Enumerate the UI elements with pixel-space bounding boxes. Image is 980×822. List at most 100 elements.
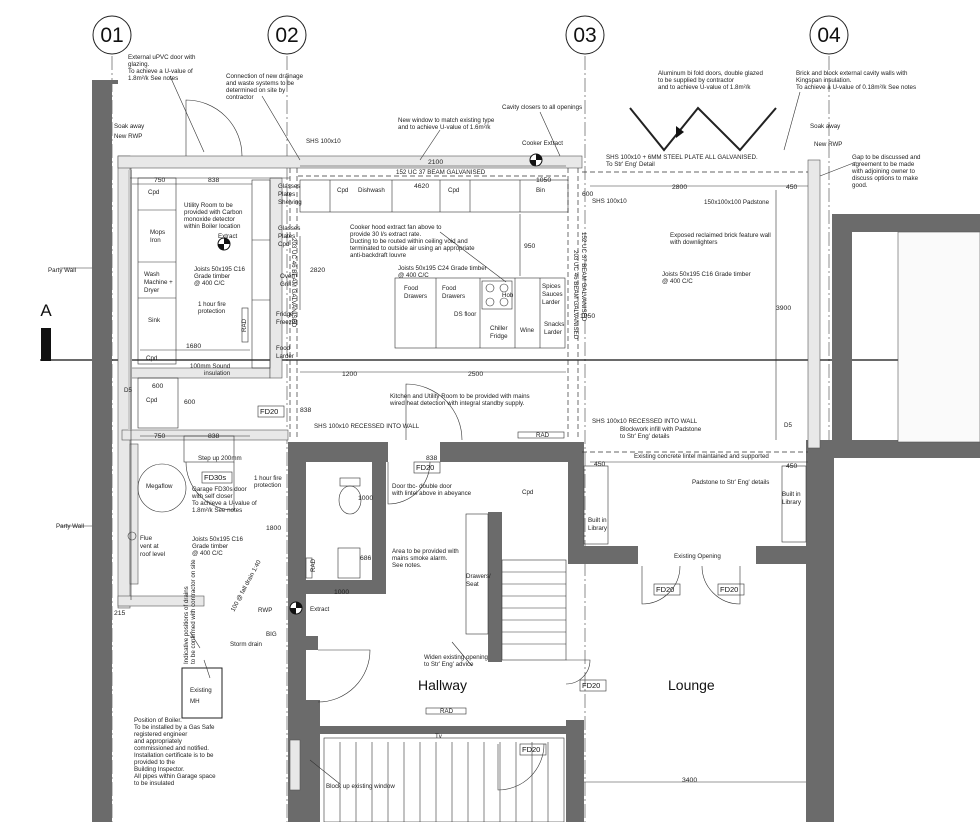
- library-1-line-1: Built in: [588, 517, 607, 524]
- note-joists-garage-2: Grade timber: [192, 543, 228, 550]
- note-one-hour-2: 1 hour fire protection: [254, 475, 284, 489]
- note-gap-4: discuss options to make: [852, 175, 919, 182]
- rad-label-1: RAD: [536, 432, 550, 439]
- drawers-seat-label: Drawers/Seat: [466, 573, 491, 588]
- dim-2800: 2800: [672, 184, 687, 191]
- dim-1680: 1680: [186, 343, 201, 350]
- note-upvc-door-4: 1.8m²/k See notes: [128, 75, 178, 82]
- wine-label: Wine: [520, 327, 535, 334]
- dim-2820: 2820: [310, 267, 325, 274]
- extension-walls: [117, 155, 821, 791]
- note-blockwork-2: to Str' Eng' details: [620, 433, 669, 440]
- door-tag-5: FD20: [720, 585, 738, 594]
- dim-2100: 2100: [428, 159, 443, 166]
- dim-750-a: 750: [154, 177, 166, 184]
- doors: [185, 99, 777, 791]
- note-boiler-6: Installation certificate is to be: [134, 752, 214, 759]
- note-beam-vertical-2: 152 UC 37 BEAM GALVANISED: [580, 232, 587, 322]
- note-sound-1: 100mm Sound: [190, 363, 231, 370]
- grid-label-01: 01: [100, 24, 123, 47]
- note-drainage-3: determined on site by: [226, 87, 286, 94]
- note-shs-right: SHS 100x10: [592, 198, 627, 205]
- note-smoke-alarm-1: Area to be provided with: [392, 548, 459, 555]
- existing-opening-label: Existing Opening: [674, 553, 721, 560]
- dim-1200: 1200: [342, 371, 357, 378]
- glasses-cpd-line-2: Plates: [278, 233, 295, 240]
- cpd-label-1: Cpd: [148, 189, 160, 196]
- note-garage-door: Garage FD30s door with self closer To ac…: [191, 486, 258, 514]
- note-garage-door-2: with self closer: [191, 493, 233, 500]
- dim-600-b: 600: [152, 383, 164, 390]
- note-boiler-1: Position of Boiler.: [134, 717, 182, 724]
- soak-away-2-label: Soak away: [810, 123, 841, 130]
- food-drawers-2-line-2: Drawers: [442, 293, 465, 300]
- snacks-line-1: Snacks: [544, 321, 564, 328]
- food-larder-line-1: Food: [276, 345, 291, 352]
- note-joists-mid: Joists 50x195 C24 Grade timber @ 400 C/C: [398, 265, 488, 279]
- note-blockwork: Blockwork infill with Padstone to Str' E…: [620, 426, 703, 440]
- flue-line-2: vent at: [140, 543, 159, 550]
- existing-mh-line-2: MH: [190, 698, 200, 705]
- rad-label-2: RAD: [440, 708, 454, 715]
- chiller-line-2: Fridge: [490, 333, 508, 340]
- library-2-line-1: Built in: [782, 491, 801, 498]
- door-tag-6: FD20: [582, 681, 600, 690]
- fridge-line-2: Freezer: [276, 319, 297, 326]
- rad-label-3: RAD: [241, 318, 248, 332]
- wash-line-3: Dryer: [144, 287, 159, 294]
- note-door-tbc: Door tbc- double door with lintel above …: [391, 483, 472, 497]
- note-one-hour: 1 hour fire protection: [198, 301, 228, 315]
- note-boiler-4: and appropriately: [134, 738, 183, 745]
- stairs: [323, 559, 567, 822]
- note-gap-2: agreement to be made: [852, 161, 915, 168]
- dim-1050-b: 1050: [580, 313, 595, 320]
- note-boiler-7: provided to the: [134, 759, 175, 766]
- mops-line-1: Mops: [150, 229, 165, 236]
- note-door-tbc-2: with lintel above in abeyance: [391, 490, 472, 497]
- note-drain-positions: Indicative positions of drains to be con…: [183, 559, 197, 664]
- flue-line-1: Flue: [140, 535, 153, 542]
- note-shs-recessed-right: SHS 100x10 RECESSED INTO WALL: [592, 418, 698, 425]
- oven-line-1: Oven: [280, 273, 295, 280]
- note-boiler: Position of Boiler. To be installed by a…: [134, 717, 217, 787]
- note-bifold-1: Aluminum bi fold doors, double glazed: [658, 70, 763, 77]
- note-steel-plate: SHS 100x10 + 6MM STEEL PLATE ALL GALVANI…: [606, 154, 759, 168]
- note-shs-recessed-left: SHS 100x10 RECESSED INTO WALL: [314, 423, 420, 430]
- big-label: BIG: [266, 631, 277, 638]
- note-block-window: Block up existing window: [326, 783, 395, 790]
- glasses-shelving-line-3: Shelving: [278, 199, 302, 206]
- note-utility-co-1: Utility Room to be: [184, 202, 233, 209]
- dim-750-b: 750: [154, 433, 166, 440]
- bin-label: Bin: [536, 187, 546, 194]
- cpd-label-6: Cpd: [522, 489, 534, 496]
- d5-label-1: D5: [784, 422, 792, 429]
- note-utility-co: Utility Room to be provided with Carbon …: [183, 202, 244, 230]
- food-larder-line-2: Larder: [276, 353, 294, 360]
- note-sound-2: insulation: [204, 370, 231, 377]
- party-wall-1-label: Party Wall: [48, 267, 76, 274]
- note-new-window-1: New window to match existing type: [398, 117, 495, 124]
- dim-950: 950: [524, 243, 536, 250]
- flue-line-3: roof level: [140, 551, 165, 558]
- note-joists-right-2: @ 400 C/C: [662, 278, 693, 285]
- note-joists-mid-2: @ 400 C/C: [398, 272, 429, 279]
- cpd-label-4: Cpd: [146, 397, 158, 404]
- note-door-tbc-1: Door tbc- double door: [392, 483, 452, 490]
- new-rwp-2-label: New RWP: [814, 141, 842, 148]
- note-padstone: 150x100x100 Padstone: [704, 199, 770, 206]
- food-drawers-1-line-2: Drawers: [404, 293, 427, 300]
- note-padstone-right: Padstone to Str' Eng' details: [692, 479, 769, 486]
- note-joists-left-1: Joists 50x195 C16: [194, 266, 245, 273]
- note-new-window: New window to match existing type and to…: [398, 117, 496, 131]
- grid-bubble-03: [565, 15, 605, 55]
- note-drainage: Connection of new drainage and waste sys…: [226, 73, 305, 101]
- note-widen-opening: Widen existing opening to Str' Eng' advi…: [424, 654, 490, 668]
